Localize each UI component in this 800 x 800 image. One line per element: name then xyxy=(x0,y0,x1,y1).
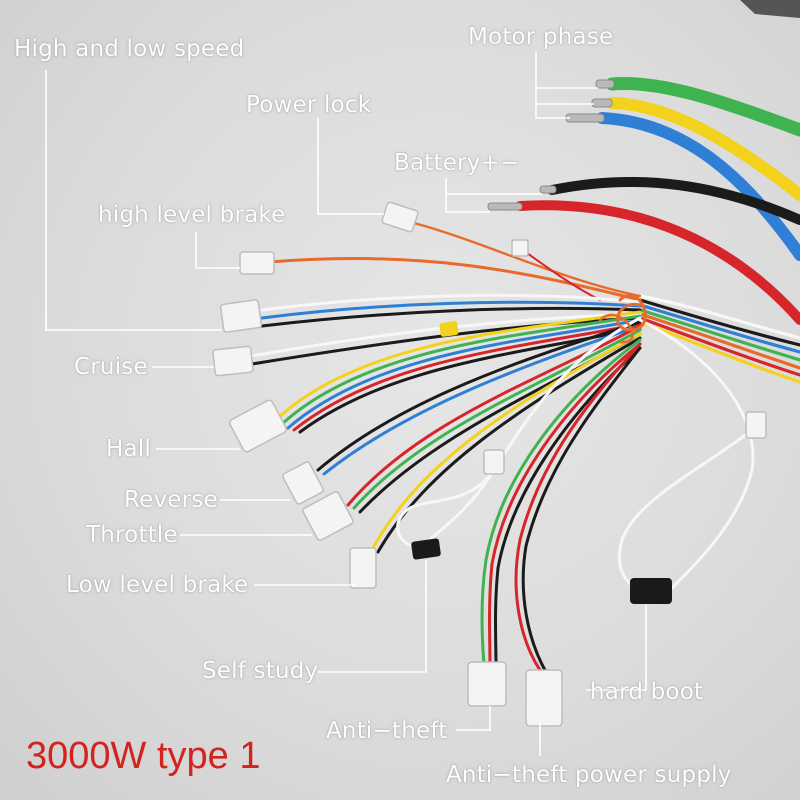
battery-terminal-lugs xyxy=(487,185,557,211)
label-hall: Hall xyxy=(106,436,151,462)
signal-wire-bundle xyxy=(250,220,800,674)
yellow-sleeve xyxy=(439,321,459,337)
label-hard-boot: hard boot xyxy=(590,679,704,705)
label-high-low-speed: High and low speed xyxy=(14,36,245,62)
label-motor-phase: Motor phase xyxy=(468,24,614,50)
leader-lines xyxy=(45,52,647,756)
label-anti-theft-power-supply: Anti−theft power supply xyxy=(446,762,732,788)
motor-phase-yellow-wire xyxy=(606,97,800,201)
label-cruise: Cruise xyxy=(74,354,148,380)
label-power-lock: Power lock xyxy=(246,92,372,118)
label-low-level-brake: Low level brake xyxy=(66,572,249,598)
black-connectors xyxy=(411,538,672,604)
label-high-level-brake: high level brake xyxy=(98,202,286,228)
motor-phase-green-wire xyxy=(605,77,800,137)
label-self-study: Self study xyxy=(202,658,319,684)
label-battery: Battery+− xyxy=(394,150,520,176)
controller-body-corner xyxy=(740,0,800,18)
battery-black-wire xyxy=(547,176,800,225)
label-throttle: Throttle xyxy=(86,522,178,548)
label-reverse: Reverse xyxy=(124,487,218,513)
label-anti-theft: Anti−theft xyxy=(326,718,448,744)
motor-phase-blue-wire xyxy=(596,112,800,261)
battery-red-wire xyxy=(515,200,800,325)
connectors xyxy=(212,201,767,727)
product-caption: 3000W type 1 xyxy=(26,735,261,777)
